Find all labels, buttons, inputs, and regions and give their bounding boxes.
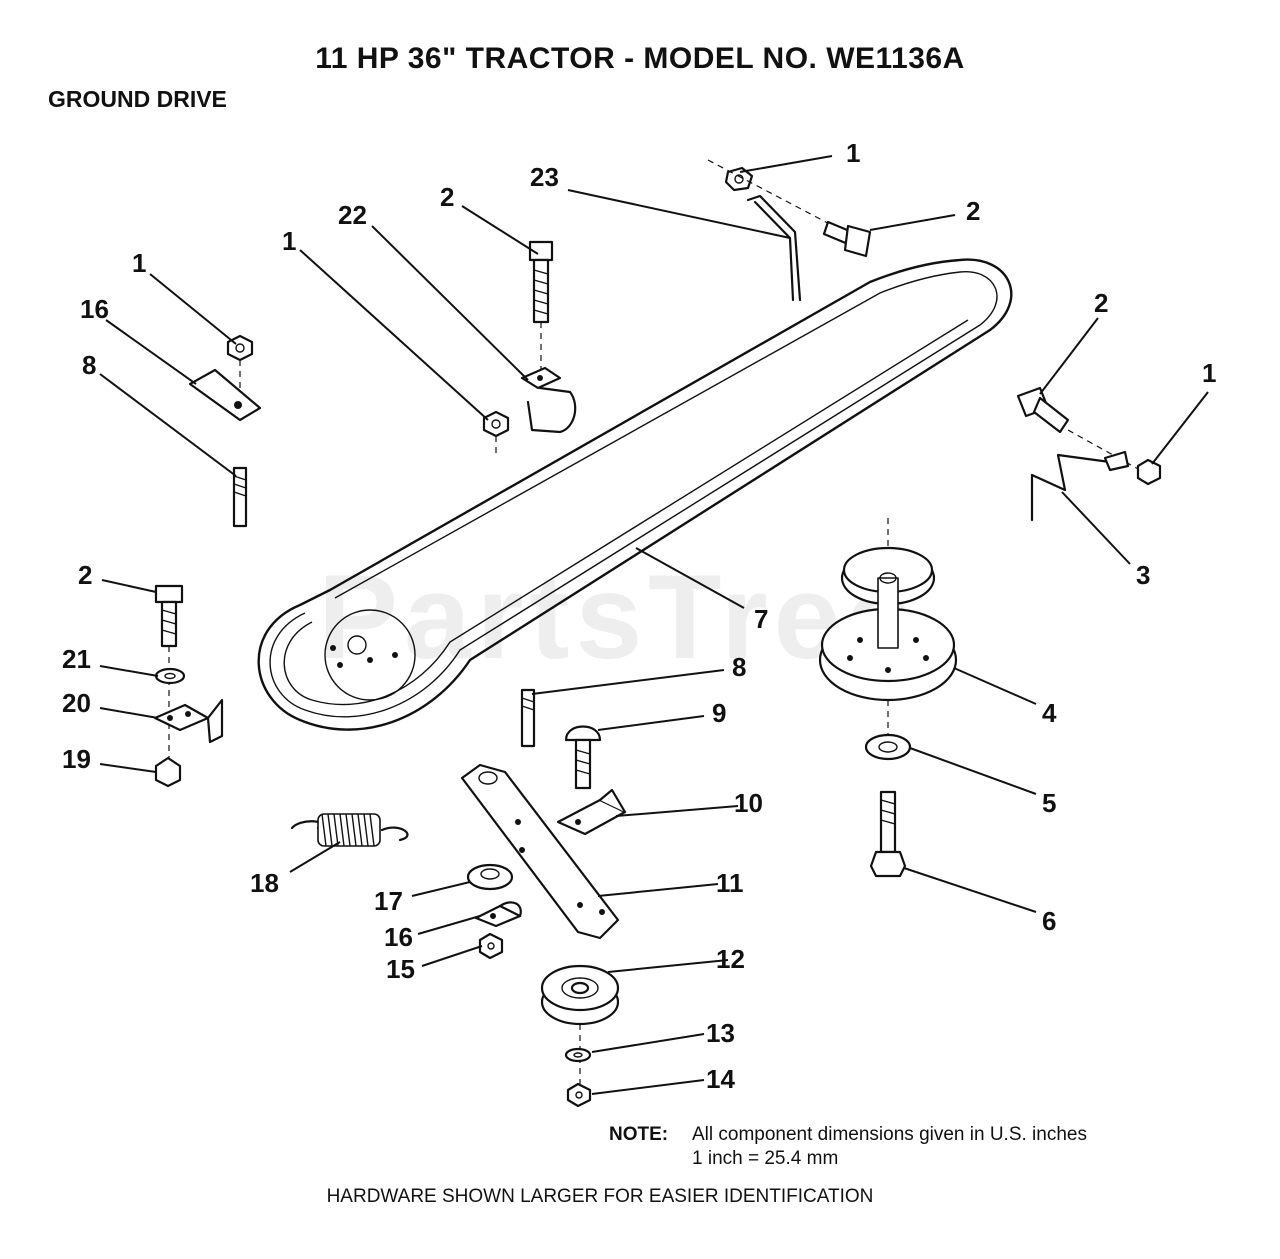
callout-1: 1 bbox=[132, 248, 146, 278]
callout-23: 23 bbox=[530, 162, 559, 192]
footer-note: HARDWARE SHOWN LARGER FOR EASIER IDENTIF… bbox=[326, 1186, 874, 1207]
callout-8: 8 bbox=[82, 350, 96, 380]
callout-16: 16 bbox=[384, 922, 413, 952]
callout-12: 12 bbox=[716, 944, 745, 974]
callout-4: 4 bbox=[1042, 698, 1057, 728]
actuator-rod[interactable] bbox=[1030, 450, 1130, 522]
hex-nut[interactable] bbox=[154, 756, 182, 788]
callout-19: 19 bbox=[62, 744, 91, 774]
bracket-clip[interactable] bbox=[188, 368, 262, 422]
hex-nut[interactable] bbox=[482, 410, 510, 438]
carriage-bolt[interactable] bbox=[564, 725, 602, 790]
idler-arm[interactable] bbox=[460, 763, 620, 940]
callout-1: 1 bbox=[1202, 358, 1216, 388]
callout-10: 10 bbox=[734, 788, 763, 818]
note-conversion: 1 inch = 25.4 mm bbox=[692, 1148, 839, 1169]
idler-pulley[interactable] bbox=[540, 964, 620, 1026]
callout-8: 8 bbox=[732, 652, 746, 682]
callout-14: 14 bbox=[706, 1064, 735, 1094]
hex-nut[interactable] bbox=[566, 1082, 592, 1108]
drive-belt[interactable] bbox=[257, 258, 1013, 731]
callout-21: 21 bbox=[62, 644, 91, 674]
callout-2: 2 bbox=[1094, 288, 1108, 318]
section-title: GROUND DRIVE bbox=[48, 86, 227, 112]
callout-2: 2 bbox=[966, 196, 980, 226]
spring-bracket[interactable] bbox=[556, 788, 627, 836]
idler-bracket-rod[interactable] bbox=[746, 194, 802, 302]
hex-bolt[interactable] bbox=[822, 220, 872, 258]
hex-bolt[interactable] bbox=[528, 240, 554, 324]
callout-17: 17 bbox=[374, 886, 403, 916]
extension-spring[interactable] bbox=[290, 813, 409, 847]
callout-13: 13 bbox=[706, 1018, 735, 1048]
callout-1: 1 bbox=[846, 138, 860, 168]
mounting-bracket[interactable] bbox=[520, 366, 577, 434]
callout-11: 11 bbox=[716, 868, 744, 898]
callout-2: 2 bbox=[440, 182, 454, 212]
leader-lines bbox=[99, 155, 1209, 1095]
drive-pulley[interactable] bbox=[818, 546, 958, 702]
callout-6: 6 bbox=[1042, 906, 1056, 936]
callout-18: 18 bbox=[250, 868, 279, 898]
callout-15: 15 bbox=[386, 954, 415, 984]
callout-2: 2 bbox=[78, 560, 92, 590]
shoulder-bolt[interactable] bbox=[869, 790, 907, 878]
threaded-stud[interactable] bbox=[520, 688, 536, 748]
hex-nut[interactable] bbox=[478, 932, 504, 960]
flat-washer[interactable] bbox=[564, 1047, 592, 1063]
lock-washer[interactable] bbox=[864, 733, 912, 761]
callout-20: 20 bbox=[62, 688, 91, 718]
note-text: All component dimensions given in U.S. i… bbox=[692, 1124, 1087, 1145]
threaded-stud[interactable] bbox=[232, 466, 248, 528]
callout-16: 16 bbox=[80, 294, 109, 324]
callout-3: 3 bbox=[1136, 560, 1150, 590]
callout-1: 1 bbox=[282, 226, 296, 256]
spacer-washer[interactable] bbox=[466, 863, 514, 891]
page-title: 11 HP 36" TRACTOR - MODEL NO. WE1136A bbox=[315, 42, 965, 75]
callout-5: 5 bbox=[1042, 788, 1056, 818]
callout-9: 9 bbox=[712, 698, 726, 728]
callout-22: 22 bbox=[338, 200, 367, 230]
flat-washer[interactable] bbox=[154, 667, 186, 685]
hex-bolt[interactable] bbox=[154, 584, 184, 648]
hex-bolt[interactable] bbox=[1016, 386, 1070, 434]
hex-nut[interactable] bbox=[1136, 458, 1162, 486]
callout-7: 7 bbox=[754, 604, 768, 634]
callout-numbers: 1 23 2 22 2 1 1 16 8 2 1 3 2 21 20 19 7 … bbox=[62, 138, 1216, 1094]
note-label: NOTE: bbox=[609, 1124, 669, 1145]
bracket-clip[interactable] bbox=[474, 901, 522, 928]
angle-bracket[interactable] bbox=[153, 698, 224, 744]
